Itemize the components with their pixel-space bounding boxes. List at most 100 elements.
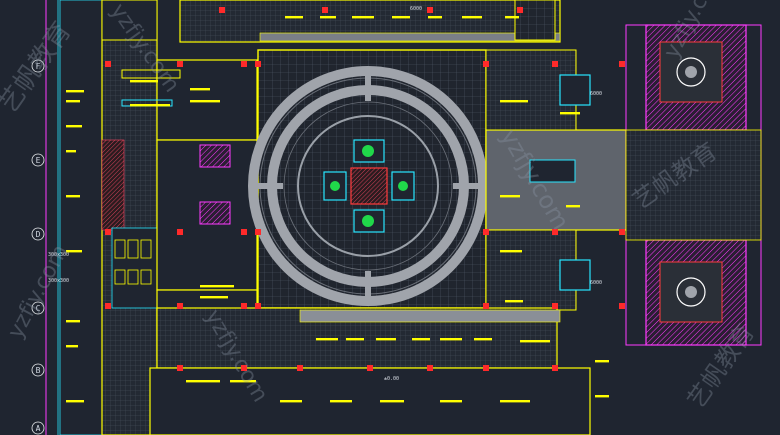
wall-fragment bbox=[595, 395, 609, 398]
wall-fragment bbox=[66, 195, 80, 198]
axis-label-e: E bbox=[36, 156, 41, 165]
column-marker bbox=[219, 7, 225, 13]
column-marker bbox=[483, 303, 489, 309]
axis-marker-f: F bbox=[31, 59, 45, 73]
column-marker bbox=[483, 229, 489, 235]
wall-fragment bbox=[474, 338, 492, 341]
column-marker bbox=[177, 61, 183, 67]
wall-fragment bbox=[346, 338, 364, 341]
column-marker bbox=[367, 365, 373, 371]
wall-fragment bbox=[440, 400, 462, 403]
column-marker bbox=[105, 229, 111, 235]
wall-fragment bbox=[190, 100, 220, 103]
wall-fragment bbox=[200, 285, 234, 288]
wall-fragment bbox=[285, 16, 303, 19]
wall-fragment bbox=[190, 88, 210, 91]
left-axis-strip bbox=[0, 0, 59, 435]
wall-fragment bbox=[130, 104, 170, 107]
column-marker bbox=[619, 303, 625, 309]
east-lobby: 6000 6000 bbox=[485, 49, 627, 311]
wall-fragment bbox=[500, 250, 522, 253]
wall-fragment bbox=[66, 150, 76, 153]
wall-fragment bbox=[440, 338, 462, 341]
column-marker bbox=[177, 303, 183, 309]
column-marker bbox=[552, 61, 558, 67]
wall-fragment bbox=[500, 400, 530, 403]
wall-fragment bbox=[66, 320, 80, 323]
axis-marker-c: C bbox=[31, 301, 45, 315]
column-marker bbox=[255, 229, 261, 235]
column-marker bbox=[517, 7, 523, 13]
wall-fragment bbox=[280, 400, 302, 403]
column-marker bbox=[552, 365, 558, 371]
axis-label-a: A bbox=[36, 424, 41, 433]
wall-fragment bbox=[520, 340, 550, 343]
axis-marker-d: D bbox=[31, 227, 45, 241]
column-marker bbox=[241, 303, 247, 309]
column-marker bbox=[241, 365, 247, 371]
wall-fragment bbox=[428, 16, 442, 19]
column-marker bbox=[177, 229, 183, 235]
wall-fragment bbox=[595, 360, 609, 363]
axis-marker-b: B bbox=[31, 363, 45, 377]
wall-fragment bbox=[316, 338, 338, 341]
wall-fragment bbox=[505, 16, 519, 19]
atrium-hall bbox=[248, 49, 488, 309]
wall-fragment bbox=[186, 380, 220, 383]
rotunda bbox=[248, 66, 488, 306]
column-marker bbox=[552, 303, 558, 309]
wall-fragment bbox=[412, 338, 430, 341]
structural-columns bbox=[105, 7, 625, 371]
axis-label-f: F bbox=[36, 62, 41, 71]
wall-fragment bbox=[500, 100, 528, 103]
column-marker bbox=[255, 61, 261, 67]
wall-fragment bbox=[66, 100, 80, 103]
axis-marker-a: A bbox=[31, 421, 45, 435]
axis-marker-e: E bbox=[31, 153, 45, 167]
axis-label-b: B bbox=[36, 366, 41, 375]
column-marker bbox=[483, 365, 489, 371]
column-marker bbox=[105, 61, 111, 67]
wall-fragment bbox=[66, 250, 82, 253]
wall-fragment bbox=[566, 205, 580, 208]
column-marker bbox=[241, 61, 247, 67]
wall-fragment bbox=[66, 345, 78, 348]
wall-fragment bbox=[380, 400, 404, 403]
grid-axis-markers: F E D C B A bbox=[31, 59, 45, 435]
wall-fragment bbox=[320, 16, 336, 19]
dim-note-left-b: 300x300 bbox=[48, 278, 69, 284]
column-marker bbox=[619, 229, 625, 235]
wall-fragment bbox=[505, 300, 523, 303]
axis-label-c: C bbox=[36, 304, 41, 313]
column-marker bbox=[427, 365, 433, 371]
column-marker bbox=[255, 303, 261, 309]
column-marker bbox=[105, 303, 111, 309]
wall-fragment bbox=[200, 296, 228, 299]
west-rooms: 300x300 300x300 bbox=[48, 0, 158, 435]
wall-fragment bbox=[230, 380, 256, 383]
wall-fragment bbox=[392, 16, 410, 19]
west-offices bbox=[121, 59, 258, 361]
wall-fragment bbox=[66, 90, 84, 93]
column-marker bbox=[619, 61, 625, 67]
dim-note-left-a: 300x300 bbox=[48, 252, 69, 258]
column-marker bbox=[427, 7, 433, 13]
column-marker bbox=[297, 365, 303, 371]
column-marker bbox=[483, 61, 489, 67]
axis-label-d: D bbox=[36, 230, 41, 239]
north-wing: 6000 bbox=[179, 0, 561, 43]
wall-fragment bbox=[66, 125, 82, 128]
column-marker bbox=[552, 229, 558, 235]
dim-note-top: 6000 bbox=[410, 6, 422, 12]
wall-fragment bbox=[560, 112, 580, 115]
wall-fragment bbox=[66, 400, 84, 403]
dim-note-right-a: 6000 bbox=[590, 91, 602, 97]
wall-fragment bbox=[330, 400, 352, 403]
wall-fragments bbox=[66, 16, 609, 403]
column-marker bbox=[241, 229, 247, 235]
wall-fragment bbox=[500, 195, 520, 198]
wall-fragment bbox=[376, 338, 396, 341]
east-wing bbox=[625, 24, 762, 346]
